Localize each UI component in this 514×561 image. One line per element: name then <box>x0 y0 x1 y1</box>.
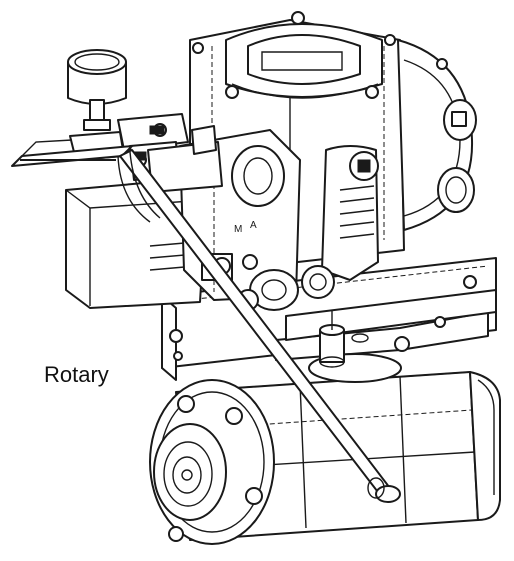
part-mark-a: A <box>250 220 257 231</box>
pneumatic-tubing <box>11 139 401 503</box>
display-cover <box>225 23 383 99</box>
feedback-lever <box>321 145 379 281</box>
shaft-coupling <box>308 310 402 383</box>
part-mark-m: M <box>234 224 242 235</box>
rotary-label: Rotary <box>44 362 109 387</box>
pressure-gauge-icon <box>67 49 127 131</box>
actuator-end-cap <box>149 379 275 545</box>
